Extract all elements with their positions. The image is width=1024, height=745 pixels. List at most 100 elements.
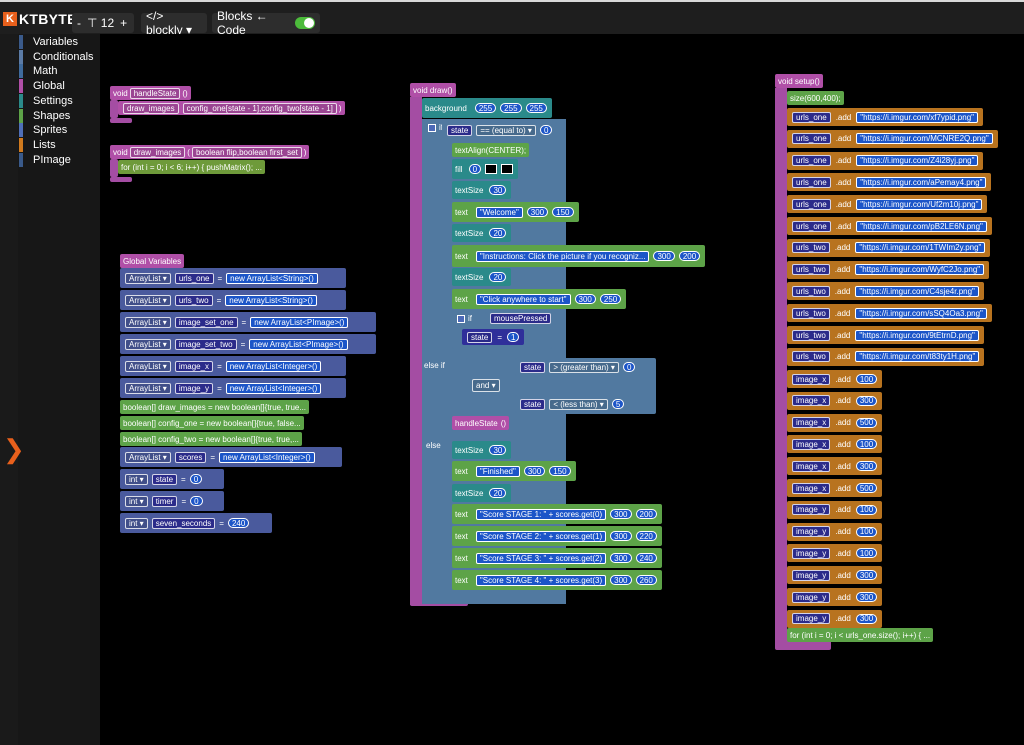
y-value[interactable]: 220	[635, 531, 657, 541]
type-dropdown[interactable]: int ▾	[125, 517, 148, 529]
variable-value[interactable]: new ArrayList<Integer>()	[219, 451, 315, 463]
variable-value[interactable]: new ArrayList<Integer>()	[225, 360, 322, 372]
draw-images-definition[interactable]: void draw_images ( boolean flip,boolean …	[110, 145, 310, 159]
list-name[interactable]: image_y	[792, 504, 831, 516]
sidebar-item-lists[interactable]: Lists	[19, 137, 56, 152]
variable-value[interactable]: new ArrayList<String>()	[226, 272, 318, 284]
x-value[interactable]: 300	[574, 294, 596, 304]
list-name[interactable]: urls_one	[792, 176, 831, 188]
type-dropdown[interactable]: int ▾	[125, 495, 148, 507]
sidebar-item-conditionals[interactable]: Conditionals	[19, 49, 94, 64]
list-name[interactable]: image_y	[792, 526, 831, 538]
draw-images-call[interactable]: draw_images config_one[state - 1],config…	[118, 101, 345, 115]
variable-name[interactable]: timer	[151, 495, 178, 507]
condition-variable[interactable]: state	[520, 398, 546, 410]
type-dropdown[interactable]: ArrayList ▾	[125, 272, 171, 284]
size-value[interactable]: 20	[489, 272, 507, 282]
variable-name[interactable]: scores	[174, 451, 207, 463]
setup-definition[interactable]: void setup()	[775, 74, 823, 88]
function-name[interactable]: draw_images	[129, 146, 186, 158]
ktbyte-logo[interactable]: K KTBYTE	[0, 6, 77, 32]
for-loop-code[interactable]: for (int i = 0; i < 6; i++) { pushMatrix…	[118, 160, 265, 174]
url-add-block[interactable]: urls_two.add"https://i.imgur.com/C4sje4r…	[787, 282, 984, 301]
variable-value[interactable]: new ArrayList<Integer>()	[225, 382, 322, 394]
x-value[interactable]: 300	[653, 251, 675, 261]
coord-value[interactable]: 100	[855, 526, 878, 537]
sidebar-item-variables[interactable]: Variables	[19, 35, 78, 49]
coord-value[interactable]: 300	[855, 613, 878, 624]
mouse-pressed-condition[interactable]: mousePressed	[485, 312, 557, 325]
sidebar-item-settings[interactable]: Settings	[19, 93, 73, 108]
coord-value[interactable]: 100	[855, 548, 878, 559]
list-name[interactable]: urls_two	[792, 307, 830, 319]
global-variable-row[interactable]: ArrayList ▾image_y=new ArrayList<Integer…	[120, 378, 346, 398]
coord-value[interactable]: 300	[855, 592, 878, 602]
text-block[interactable]: text "Click anywhere to start" 300 250	[452, 289, 627, 309]
y-value[interactable]: 150	[552, 207, 574, 217]
url-string[interactable]: "https://i.imgur.com/C4sje4r.png"	[855, 285, 979, 297]
red-value[interactable]: 255	[474, 103, 497, 113]
variable-value[interactable]: 240	[227, 518, 250, 528]
global-code-row[interactable]: boolean[] config_one = new boolean[]{tru…	[120, 416, 304, 430]
function-params[interactable]: boolean flip,boolean first_set	[191, 146, 302, 158]
x-value[interactable]: 300	[610, 531, 632, 541]
list-name[interactable]: urls_two	[792, 285, 830, 297]
list-name[interactable]: image_x	[792, 438, 831, 450]
fill-block[interactable]: fill 0	[452, 159, 519, 179]
for-loop-code[interactable]: for (int i = 0; i < urls_one.size(); i++…	[787, 628, 934, 642]
list-name[interactable]: image_y	[792, 569, 831, 581]
blue-value[interactable]: 255	[525, 103, 547, 113]
text-block[interactable]: text "Instructions: Click the picture if…	[452, 245, 706, 267]
list-name[interactable]: urls_two	[792, 351, 830, 363]
coord-value[interactable]: 100	[855, 504, 878, 515]
greater-than-condition[interactable]: state > (greater than) ▾ 0	[515, 358, 641, 376]
x-value[interactable]: 300	[610, 509, 632, 519]
variable-value[interactable]: new ArrayList<String>()	[225, 294, 317, 306]
text-align-block[interactable]: textAlign(CENTER);	[452, 143, 530, 157]
toggle-switch[interactable]	[295, 17, 315, 29]
sidebar-item-shapes[interactable]: Shapes	[19, 108, 70, 123]
condition-value[interactable]: 0	[622, 362, 636, 372]
variable-name[interactable]: image_set_one	[174, 316, 238, 328]
url-string[interactable]: "https://i.imgur.com/aPemay4.png"	[856, 176, 987, 188]
text-size-block[interactable]: textSize 30	[452, 441, 512, 459]
condition-operator[interactable]: < (less than) ▾	[549, 398, 608, 410]
coord-value[interactable]: 100	[855, 439, 878, 450]
type-dropdown[interactable]: ArrayList ▾	[125, 360, 171, 372]
coord-value[interactable]: 300	[855, 570, 878, 581]
global-variable-row[interactable]: ArrayList ▾image_x=new ArrayList<Integer…	[120, 356, 346, 376]
text-size-block[interactable]: textSize 20	[452, 268, 512, 286]
x-value[interactable]: 300	[523, 466, 546, 476]
variable-name[interactable]: seven_seconds	[151, 517, 216, 529]
list-name[interactable]: image_y	[792, 613, 831, 625]
fill-value[interactable]: 0	[468, 164, 482, 174]
global-variable-row[interactable]: ArrayList ▾scores=new ArrayList<Integer>…	[120, 447, 342, 467]
score-text-block[interactable]: text"Score STAGE 4: " + scores.get(3)300…	[452, 570, 662, 590]
global-variables-header[interactable]: Global Variables	[120, 254, 185, 268]
coord-value[interactable]: 300	[855, 461, 878, 472]
mode-dropdown[interactable]: </> blockly ▾	[141, 9, 207, 37]
x-value[interactable]: 300	[526, 207, 549, 217]
type-dropdown[interactable]: int ▾	[125, 473, 148, 485]
font-increase-button[interactable]: +	[120, 16, 128, 30]
url-string[interactable]: "https://i.imgur.com/t83ty1H.png"	[855, 351, 980, 363]
score-text-block[interactable]: text"Score STAGE 1: " + scores.get(0)300…	[452, 504, 662, 524]
text-string[interactable]: "Click anywhere to start"	[475, 293, 571, 305]
size-value[interactable]: 30	[489, 185, 507, 195]
text-block[interactable]: text "Finished" 300 150	[452, 461, 576, 481]
variable-value[interactable]: new ArrayList<PImage>()	[249, 338, 348, 350]
url-string[interactable]: "https://i.imgur.com/Z4i28yj.png"	[856, 155, 979, 167]
list-name[interactable]: urls_two	[792, 264, 830, 276]
url-add-block[interactable]: urls_one.add"https://i.imgur.com/Z4i28yj…	[787, 151, 984, 170]
mouse-pressed[interactable]: mousePressed	[490, 313, 552, 324]
state-assign-block[interactable]: state = 1	[462, 329, 525, 345]
url-string[interactable]: "https://i.imgur.com/sSQ4Oa3.png"	[855, 307, 987, 319]
url-add-block[interactable]: urls_two.add"https://i.imgur.com/9tEtrnD…	[787, 326, 984, 344]
draw-definition[interactable]: void draw()	[410, 83, 456, 97]
